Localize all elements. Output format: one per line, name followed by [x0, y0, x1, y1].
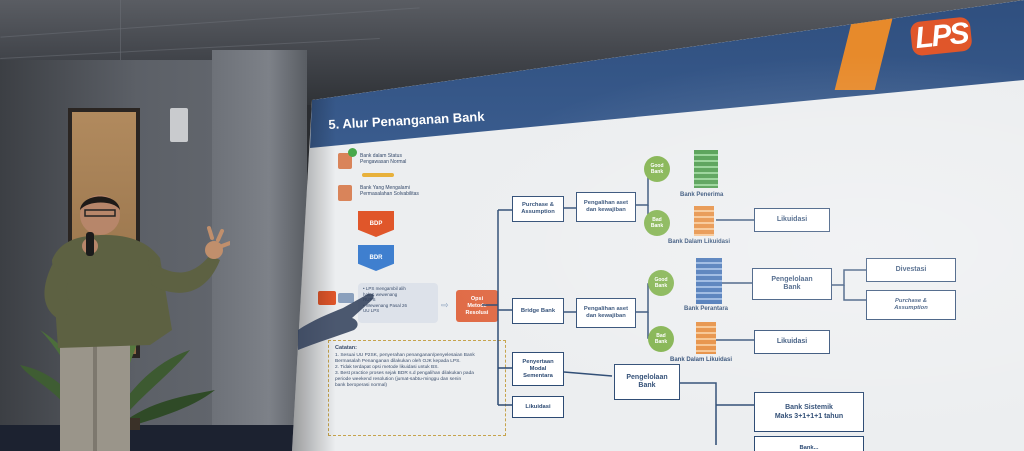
presenter: [44, 195, 230, 451]
likuidasi-box-1: Likuidasi: [754, 208, 830, 232]
orange-building-icon-2: [696, 322, 716, 354]
good-bank-circle-2: Good Bank: [648, 270, 674, 296]
bank-sistemik-box: Bank Sistemik Maks 3+1+1+1 tahun: [754, 392, 864, 432]
bank-dalam-likuidasi-label-1: Bank Dalam Likuidasi: [668, 239, 731, 245]
check-icon: [348, 148, 357, 157]
purchase-assumption-box: Purchase & Assumption: [512, 196, 564, 222]
flow-diagram: Purchase & Assumption Pengalihan aset da…: [292, 0, 1024, 451]
likuidasi-box-3: Likuidasi: [512, 396, 564, 418]
likuidasi-box-2: Likuidasi: [754, 330, 830, 354]
blue-building-icon: [696, 258, 722, 304]
bank-penerima-label: Bank Penerima: [680, 192, 724, 198]
legend-divider: [362, 173, 394, 177]
legend-column: Bank dalam Status Pengawasan Normal Bank…: [310, 145, 506, 445]
wall-pillar: [212, 50, 307, 451]
ceiling-tile-line: [120, 0, 121, 80]
asset-transfer-box-1: Pengalihan aset dan kewajiban: [576, 192, 636, 222]
notes-list: 1. Sesuai UU P2SK, penyerahan penanganan…: [335, 353, 475, 388]
wall-sensor: [170, 108, 188, 142]
penyertaan-modal-box: Penyertaan Modal Sementara: [512, 352, 564, 386]
divestasi-box: Divestasi: [866, 258, 956, 282]
notes-title: Catatan:: [335, 345, 358, 351]
pengelolaan-bank-box-2: Pengelolaan Bank: [614, 364, 680, 400]
asset-transfer-box-2: Pengalihan aset dan kewajiban: [576, 298, 636, 328]
bank-box-cut: Bank...: [754, 436, 864, 451]
bridge-bank-box: Bridge Bank: [512, 298, 564, 324]
flow-connectors: [482, 167, 866, 445]
bank-perantara-label: Bank Perantara: [684, 306, 729, 312]
good-bank-circle-1: Good Bank: [644, 156, 670, 182]
hand-shadow: [298, 293, 374, 350]
green-building-icon: [694, 150, 718, 188]
pengelolaan-bank-box-1: Pengelolaan Bank: [752, 268, 832, 300]
lps-small-icon: [318, 291, 336, 305]
bank-building-icon: [338, 153, 352, 169]
notes-box: Catatan: 1. Sesuai UU P2SK, penyerahan p…: [328, 340, 506, 436]
bad-bank-circle-1: Bad Bank: [644, 210, 670, 236]
document-icon: [338, 293, 354, 303]
bad-bank-circle-2: Bad Bank: [648, 326, 674, 352]
arrow-right-icon: ⇨: [441, 300, 449, 310]
resolution-option-box: Opsi Metode Resolusi: [456, 290, 498, 322]
floor: [0, 425, 320, 451]
orange-building-icon: [694, 206, 714, 236]
bank-dalam-likuidasi-label-2: Bank Dalam Likuidasi: [670, 357, 733, 363]
troubled-bank-icon: [338, 185, 352, 201]
lps-takeover-box: • LPS mengambil alih hak & wewenang RUPS…: [358, 283, 438, 323]
purchase-assumption-box-2: Purchase & Assumption: [866, 290, 956, 320]
legend-normal: Bank dalam Status Pengawasan Normal: [360, 153, 407, 165]
legend-solvency: Bank Yang Mengalami Permasalahan Solvabi…: [360, 185, 419, 197]
